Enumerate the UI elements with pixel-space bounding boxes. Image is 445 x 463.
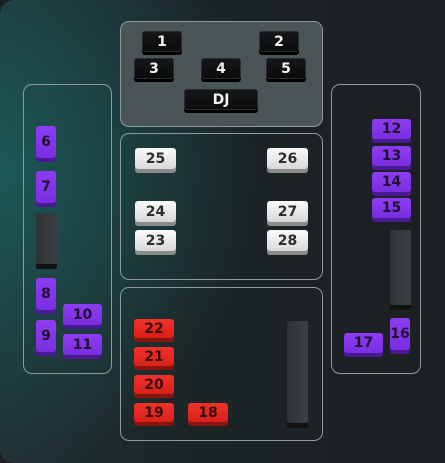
seat-22[interactable]: 22 <box>134 319 174 338</box>
seat-17[interactable]: 17 <box>344 333 383 353</box>
seat-14[interactable]: 14 <box>372 172 411 192</box>
seat-12[interactable]: 12 <box>372 119 411 139</box>
seat-1[interactable]: 1 <box>142 31 182 52</box>
seat-26[interactable]: 26 <box>267 148 308 169</box>
seat-25[interactable]: 25 <box>135 148 176 169</box>
seat-13[interactable]: 13 <box>372 146 411 166</box>
left-area <box>23 84 112 374</box>
seat-4[interactable]: 4 <box>201 58 241 79</box>
seat-6[interactable]: 6 <box>36 126 56 158</box>
seat-2[interactable]: 2 <box>259 31 299 52</box>
right-area <box>331 84 421 374</box>
seat-27[interactable]: 27 <box>267 201 308 222</box>
right-bar <box>390 230 411 305</box>
seat-8[interactable]: 8 <box>36 278 56 310</box>
seat-5[interactable]: 5 <box>266 58 306 79</box>
center-area <box>120 133 323 280</box>
seat-20[interactable]: 20 <box>134 375 174 394</box>
bottom-area <box>120 287 323 441</box>
seat-15[interactable]: 15 <box>372 198 411 218</box>
seat-18[interactable]: 18 <box>188 403 228 422</box>
seat-3[interactable]: 3 <box>134 58 174 79</box>
seat-10[interactable]: 10 <box>63 304 102 325</box>
bottom-bar <box>287 321 308 423</box>
seat-16[interactable]: 16 <box>390 318 410 350</box>
seat-19[interactable]: 19 <box>134 403 174 422</box>
seat-28[interactable]: 28 <box>267 230 308 251</box>
left-bar <box>36 213 57 264</box>
seat-dj[interactable]: DJ <box>184 89 258 110</box>
seat-7[interactable]: 7 <box>36 171 56 203</box>
seat-24[interactable]: 24 <box>135 201 176 222</box>
seat-9[interactable]: 9 <box>36 320 56 352</box>
seat-11[interactable]: 11 <box>63 334 102 355</box>
seat-21[interactable]: 21 <box>134 347 174 366</box>
seat-23[interactable]: 23 <box>135 230 176 251</box>
